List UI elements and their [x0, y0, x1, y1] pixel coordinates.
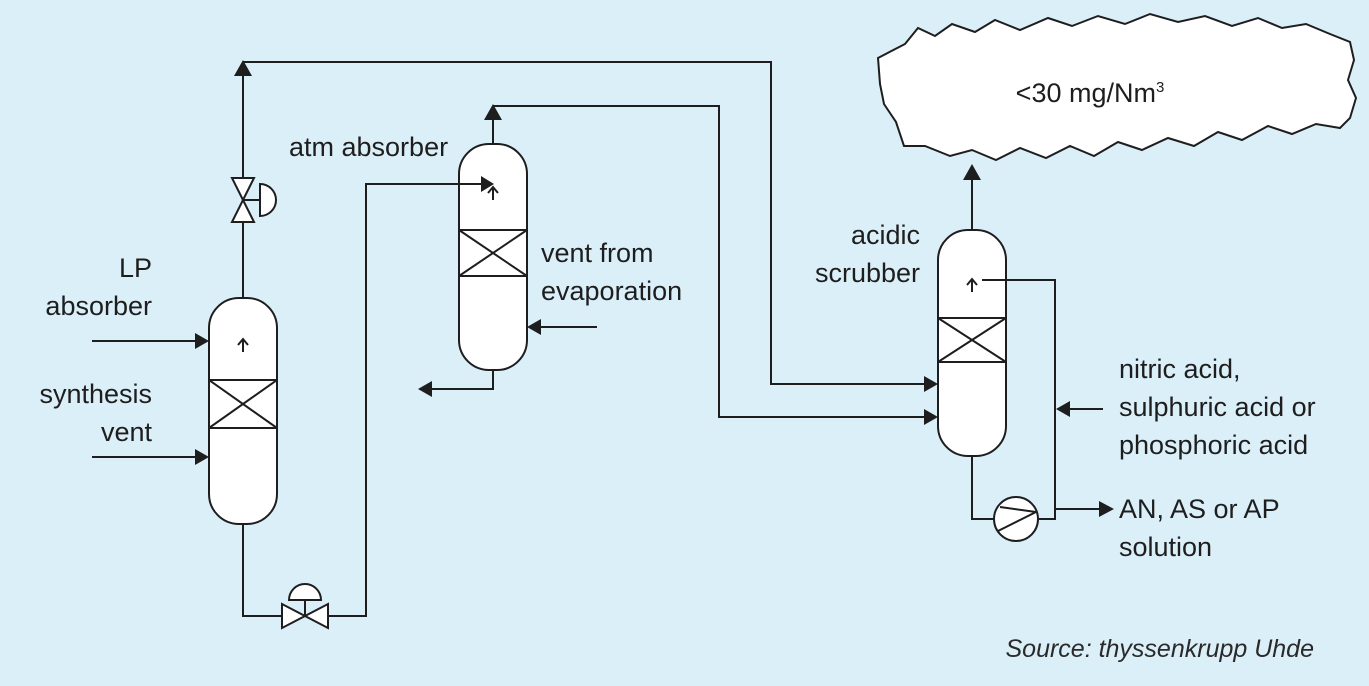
synthesis-vent-label: synthesis vent: [39, 379, 152, 447]
evaporation-vent-arrow: [527, 319, 597, 335]
lp-absorber-feed-arrow: [92, 333, 209, 349]
product-solution-label: AN, AS or AP solution: [1119, 494, 1280, 562]
lp-overhead-line: [230, 60, 938, 392]
pump-icon: [993, 496, 1039, 542]
acid-feed-label: nitric acid, sulphuric acid or phosphori…: [1119, 354, 1316, 460]
atm-absorber-label: atm absorber: [289, 132, 449, 162]
lp-bottoms-line: [242, 176, 494, 630]
acid-feed-arrow: [1056, 401, 1103, 417]
emission-cloud: [876, 12, 1358, 162]
lp-absorber-vessel: [208, 297, 278, 525]
vent-from-evaporation-label: vent from evaporation: [541, 238, 683, 306]
lp-absorber-label: LP absorber: [45, 253, 152, 321]
atm-absorber-vessel: [458, 143, 528, 371]
acidic-scrubber-vessel: [937, 229, 1007, 457]
acidic-scrubber-label: acidic scrubber: [814, 220, 920, 288]
atm-overhead-line: [484, 104, 938, 425]
synthesis-vent-feed-arrow: [92, 449, 209, 465]
atm-bottoms-line: [418, 370, 494, 397]
source-caption: Source: thyssenkrupp Uhde: [1005, 635, 1314, 663]
scrubber-stack-line: [963, 164, 981, 230]
emission-limit-label: <30 mg/Nm3: [1015, 78, 1165, 108]
scrubber-recirculation-loop: [971, 279, 1114, 542]
